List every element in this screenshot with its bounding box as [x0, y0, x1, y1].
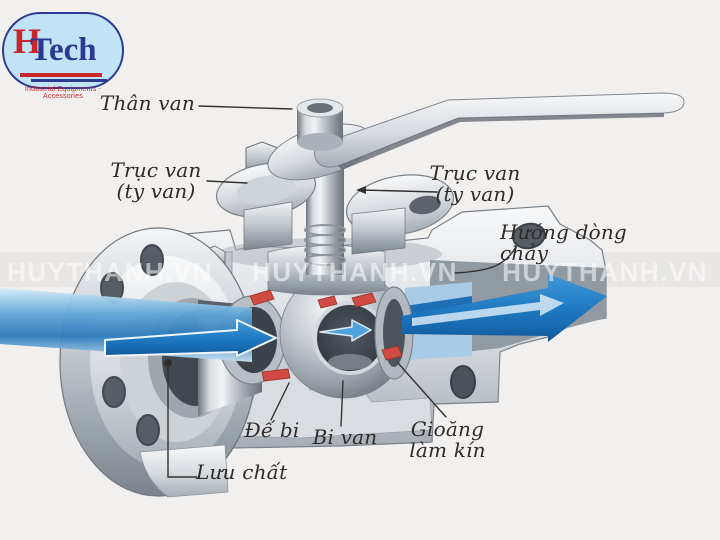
leader-ball — [340, 380, 344, 427]
watermark-text: HUYTHANH.VN — [252, 257, 458, 287]
logo-letter-h: H — [13, 21, 42, 61]
handle-underside — [338, 113, 664, 170]
watermark-text: HUYTHANH.VN — [502, 257, 708, 287]
seat-seal-top-left — [249, 289, 275, 306]
foot-bolt-hole — [450, 365, 476, 399]
stem-top-cap — [296, 98, 344, 151]
label-stem-left: Trục van (ty van) — [108, 160, 204, 202]
label-gasket: Gioăng làm kín — [405, 419, 490, 461]
label-stem-right-line1: Trục van — [429, 161, 521, 185]
label-flow-direction: Hướng dòng chảy — [500, 220, 627, 265]
flow-graphics — [0, 274, 607, 362]
leader-fluid — [167, 366, 198, 478]
leader-gasket — [397, 362, 447, 418]
leader-lines — [164, 105, 517, 478]
htech-logo: H Tech Industrial Equipments - Accessori… — [2, 12, 124, 100]
label-stem-left-line1: Trục van — [110, 158, 202, 182]
label-fluid: Lưu chất — [196, 460, 288, 484]
label-gasket-line2: làm kín — [409, 438, 486, 462]
leader-seat — [270, 382, 290, 421]
leader-body — [198, 105, 293, 110]
label-gasket-line1: Gioăng — [410, 417, 485, 441]
label-ball: Bi van — [312, 425, 378, 449]
flange-bolt-holes — [100, 244, 164, 446]
ear-bolt-hole — [512, 222, 546, 250]
seat-seal-top-mid — [317, 295, 338, 309]
seat-seal-top-right — [351, 292, 377, 308]
ball-bore-arrow — [319, 319, 372, 342]
label-body: Thân van — [99, 91, 195, 115]
label-seat: Đế bi — [244, 418, 300, 442]
inlet-flow-arrow — [104, 319, 277, 357]
watermark-text: HUYTHANH.VN — [7, 257, 213, 287]
handle-group — [267, 92, 685, 181]
label-stem-left-line2: (ty van) — [116, 179, 196, 203]
logo-word-tech: Tech — [30, 32, 97, 68]
flange-lip — [139, 444, 229, 498]
logo-blue-rule — [31, 79, 107, 82]
logo-tagline: Industrial Equipments - Accessories — [24, 86, 102, 100]
gasket-seal-right — [381, 345, 403, 361]
logo-red-rule — [20, 73, 102, 77]
seat-seal-bottom — [261, 368, 291, 382]
seat-seals — [249, 289, 403, 382]
label-stem-right: Trục van (ty van) — [425, 163, 525, 205]
watermarks: HUYTHANH.VN HUYTHANH.VN HUYTHANH.VN — [7, 257, 708, 287]
label-stem-right-line2: (ty van) — [435, 182, 515, 206]
leader-flow-direction — [454, 246, 517, 274]
leader-stem-right — [361, 189, 438, 193]
outlet-flow-arrow-highlight — [412, 294, 564, 326]
stem-ribs — [304, 224, 346, 266]
leader-stem-left — [206, 180, 248, 184]
